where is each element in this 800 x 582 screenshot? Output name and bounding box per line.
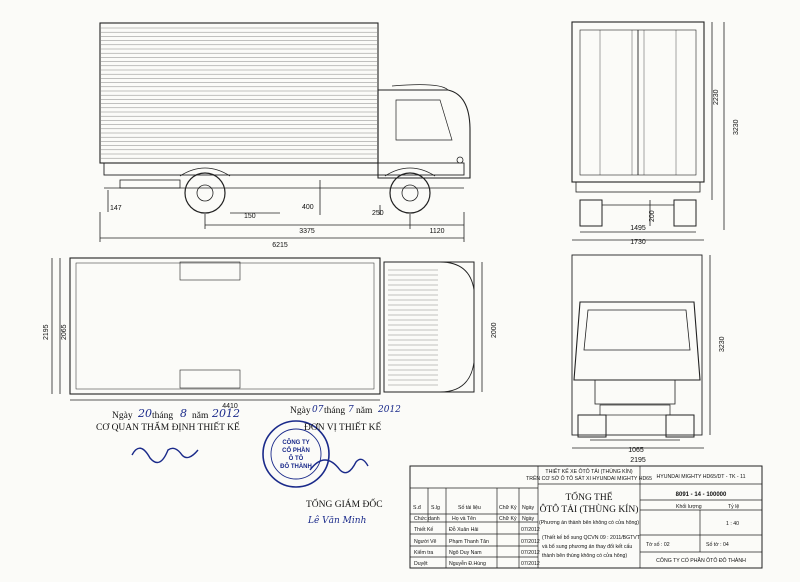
col-signature: Chữ Ký (499, 505, 517, 511)
model-name: HYUNDAI MIGHTY HD65/DT - TK - 11 (657, 474, 746, 480)
revision-line1: (Thiết kế bổ sung QCVN 09 : 2011/BGTVT (542, 534, 641, 541)
dim-front-3230: 3230 (719, 336, 726, 352)
row-name: Đỗ Xuân Hải (449, 526, 478, 533)
scale-label: Tỷ lệ (728, 503, 739, 510)
sheet-count: Số tờ : 04 (706, 542, 729, 548)
dim-side-250: 250 (372, 210, 384, 217)
date-right-day: 07 (312, 405, 324, 415)
col-first: S.đ (413, 505, 421, 511)
dim-top-4410: 4410 (222, 403, 238, 410)
dim-side-150: 150 (244, 213, 256, 220)
name-header: Họ và Tên (452, 516, 476, 522)
dim-side-147: 147 (110, 205, 122, 212)
date-left-thang: tháng (152, 411, 173, 421)
date-right-year: 2012 (377, 405, 401, 415)
sheet-number: Tờ số : 02 (646, 542, 670, 548)
dim-front-1065: 1065 (628, 447, 644, 454)
date-left-nam: năm (192, 411, 209, 421)
col-date: Ngày (522, 505, 535, 511)
director-title: TỔNG GIÁM ĐỐC (306, 497, 383, 510)
side-view (99, 22, 471, 242)
director-name: Lê Văn Minh (307, 515, 366, 526)
stamp-line2: CỔ PHẦN (282, 447, 310, 454)
col-document: Số tài liệu (458, 505, 481, 511)
drawing-number: 8091 - 14 - 100000 (676, 492, 727, 498)
dim-side-total: 6215 (272, 242, 288, 249)
date-right-ngay: Ngày (290, 406, 311, 416)
date-left-ngay: Ngày (112, 411, 133, 421)
dim-rear-3230: 3230 (733, 119, 740, 135)
revision-line2: và bổ sung phương án thay đổi kết cấu (542, 543, 632, 550)
rear-view (571, 21, 725, 241)
row-date: 07/2012 (521, 527, 540, 533)
dim-top-2065: 2065 (61, 324, 68, 340)
dim-rear-1495: 1495 (630, 225, 646, 232)
date-left-day: 20 (137, 407, 152, 420)
row-role: Người Vẽ (414, 539, 437, 545)
row-date: 07/2012 (521, 539, 540, 545)
agency-left: CƠ QUAN THẨM ĐỊNH THIẾT KẾ (96, 420, 240, 433)
drawing-title2: ÔTÔ TẢI (THÙNG KÍN) (540, 503, 639, 515)
dim-rear-200: 200 (649, 210, 656, 222)
stamp-line4: ĐÔ THÀNH (280, 462, 312, 470)
dim-side-400: 400 (302, 204, 314, 211)
stamp-line3: Ô TÔ (289, 454, 304, 462)
row-role: Duyệt (414, 561, 428, 567)
date-left-month: 8 (180, 407, 187, 420)
title-block-frame (409, 465, 763, 569)
col-slg: S.lg (431, 505, 440, 511)
row-date: 07/2012 (521, 561, 540, 567)
dim-side-wheelbase: 3375 (299, 228, 315, 235)
dim-top-2000: 2000 (491, 322, 498, 338)
drawing-note: (Phương án thành bên không có cửa hông) (539, 519, 639, 526)
date-right-thang: tháng (324, 406, 345, 416)
row-role: Thiết Kế (414, 527, 433, 533)
revision-line3: thành bên thùng không có cửa hông) (542, 552, 627, 559)
scale-value: 1 : 40 (726, 521, 739, 527)
drawing-title1: TỔNG THỂ (565, 490, 612, 503)
front-view (571, 254, 711, 449)
company-stamp (262, 420, 330, 488)
signature-right (309, 458, 369, 474)
dim-side-overhang: 1120 (429, 228, 444, 235)
dim-rear-1730: 1730 (630, 239, 646, 246)
signature-left (131, 447, 199, 464)
row-name: Nguyễn Đ.Hùng (449, 560, 486, 567)
company-name: CÔNG TY CỔ PHẦN ÔTÔ ĐÔ THÀNH (656, 557, 746, 564)
date-left-year: 2012 (211, 407, 240, 420)
row-name: Ngô Duy Nam (449, 550, 482, 556)
row-role: Kiểm tra (414, 549, 433, 556)
date-right-month: 7 (348, 405, 354, 415)
dim-front-2195: 2195 (630, 457, 646, 464)
project-line1: THIẾT KẾ XE ÔTÔ TẢI (THÙNG KÍN) (545, 468, 632, 475)
dim-rear-2230: 2230 (713, 89, 720, 105)
project-line2: TRÊN CƠ SỞ Ô TÔ SÁT XI HYUNDAI MIGHTY HD… (526, 474, 652, 482)
row-date: 07/2012 (521, 550, 540, 556)
row-name: Phạm Thanh Tân (449, 539, 489, 545)
date-right-nam: năm (356, 406, 373, 416)
dim-top-2195: 2195 (43, 324, 50, 340)
top-view (51, 257, 483, 401)
role-header: Chức danh (414, 516, 440, 522)
weight-label: Khối lượng (676, 504, 702, 510)
col-signature-2: Chữ Ký (499, 516, 517, 522)
agency-right: ĐƠN VỊ THIẾT KẾ (304, 420, 382, 433)
col-date-2: Ngày (522, 516, 535, 522)
stamp-line1: CÔNG TY (282, 438, 309, 446)
